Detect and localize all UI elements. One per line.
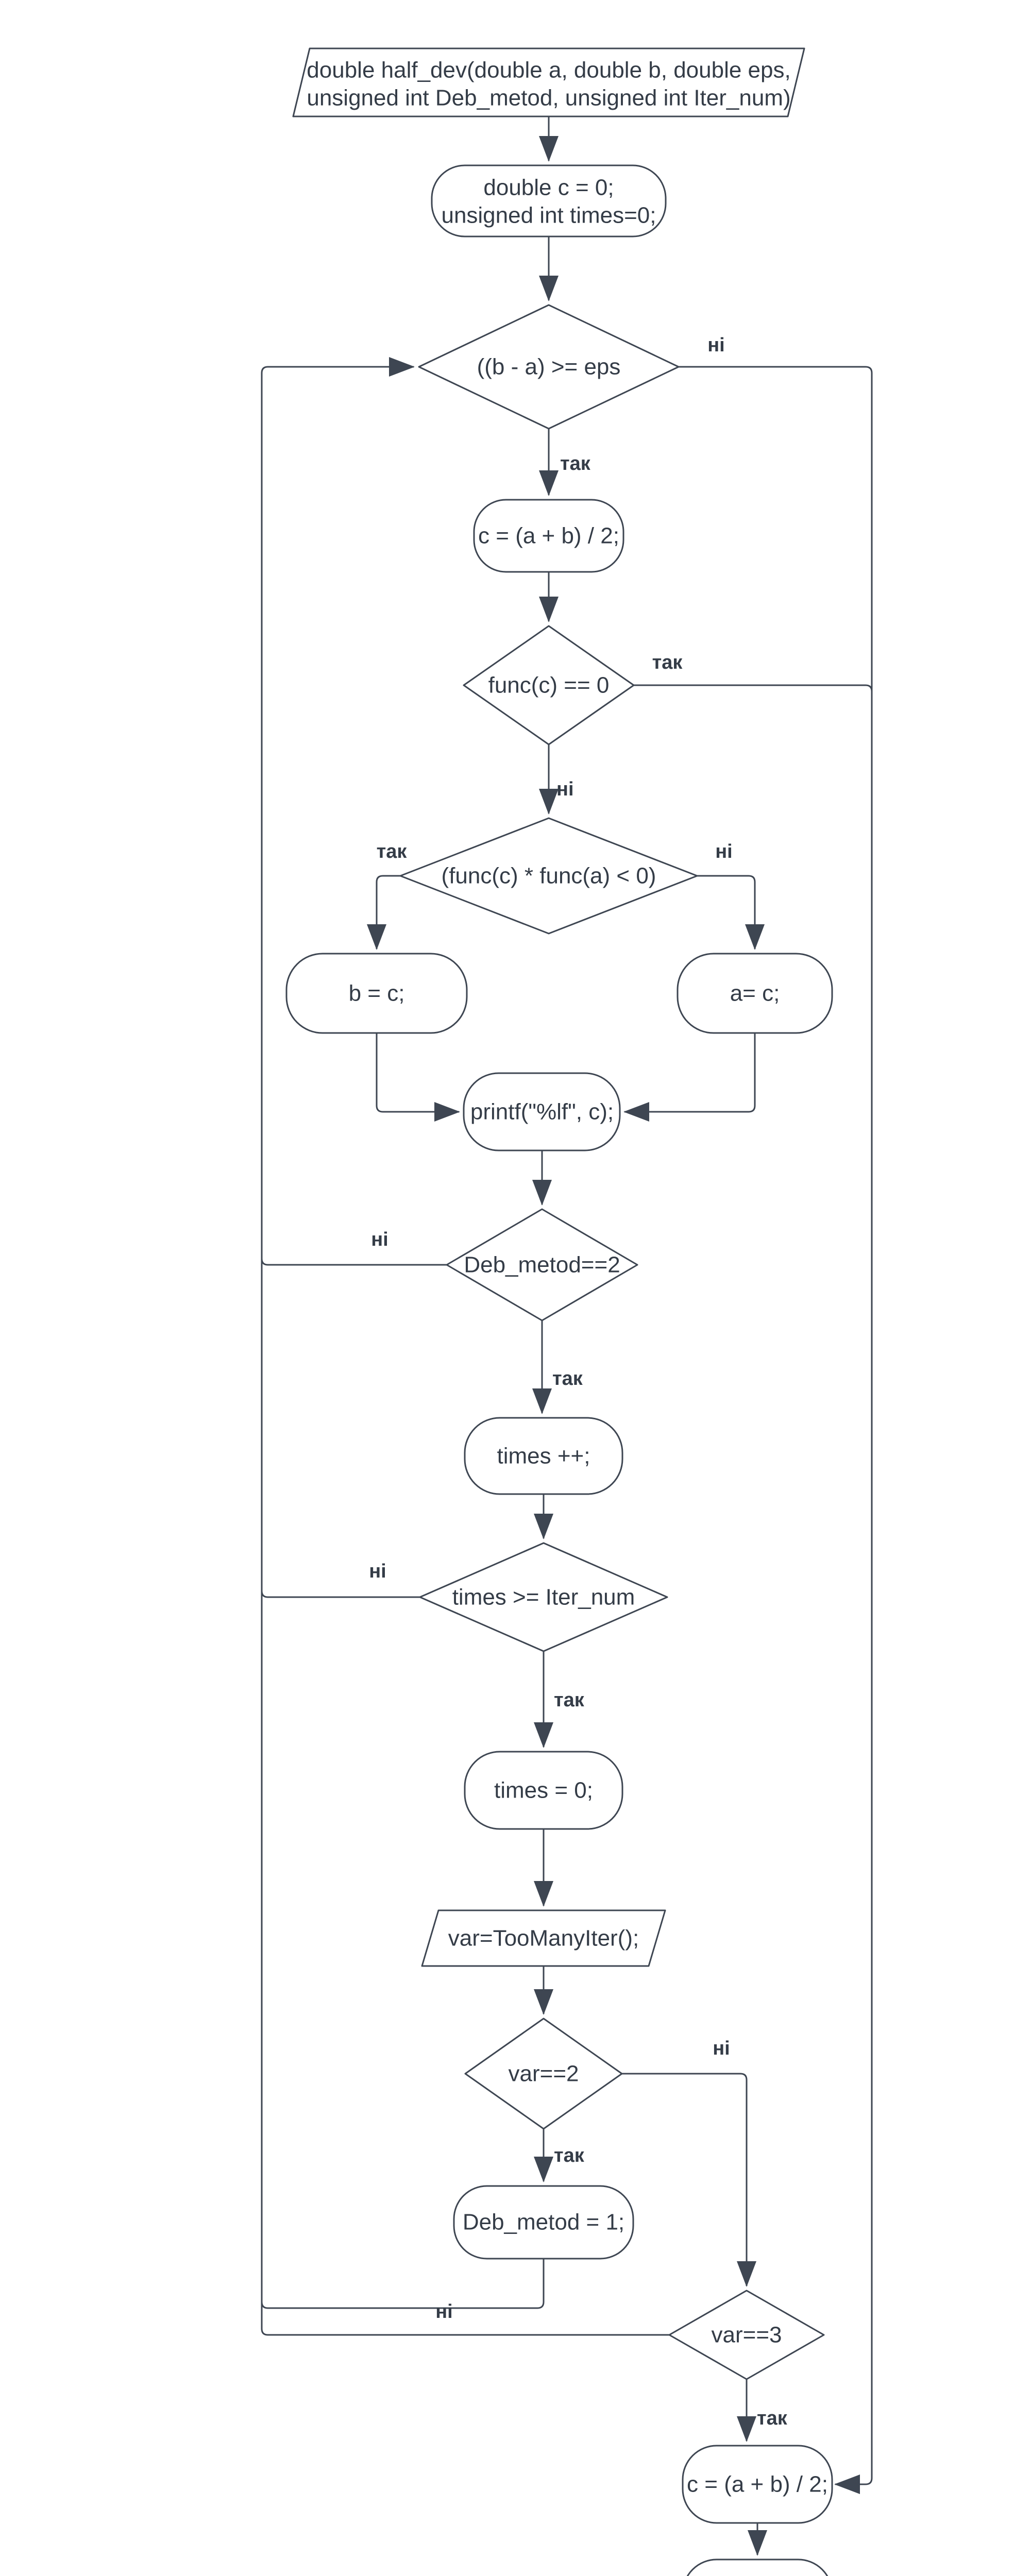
node-cond-sign: (func(c) * func(a) < 0) xyxy=(399,817,698,935)
node-cond-eps-label: ((b - a) >= eps xyxy=(477,354,621,380)
label-cond-deb2-yes: так xyxy=(552,1368,583,1389)
node-cond-func-zero-shape xyxy=(463,625,635,745)
label-cond-var2-no: ні xyxy=(713,2038,730,2059)
edge-cond-var2-no xyxy=(622,2073,756,2287)
node-cond-var2: var==2 xyxy=(464,2018,623,2130)
node-cond-func-zero: func(c) == 0 xyxy=(463,625,635,745)
label-cond-sign-yes: так xyxy=(377,841,408,862)
node-start-shape xyxy=(292,47,805,117)
node-start-label-line2: unsigned int Deb_metod, unsigned int Ite… xyxy=(307,86,790,111)
edge-set-a-to-print xyxy=(623,1033,756,1122)
edge-cond-sign-no xyxy=(697,875,765,950)
node-init: double c = 0; unsigned int times=0; xyxy=(431,164,667,238)
node-cond-var2-label: var==2 xyxy=(509,2061,579,2087)
node-set-b-label: b = c; xyxy=(349,981,405,1006)
node-init-shape xyxy=(431,164,667,238)
label-cond-var3-yes: так xyxy=(757,2408,788,2429)
label-cond-func-zero-yes: так xyxy=(652,652,683,673)
node-start: double half_dev(double a, double b, doub… xyxy=(292,47,805,117)
node-inc-times-label: times ++; xyxy=(497,1444,590,1469)
node-inc-times-shape xyxy=(464,1417,623,1495)
label-cond-eps-yes: так xyxy=(560,453,591,474)
node-calc-c2: c = (a + b) / 2; xyxy=(682,2445,833,2524)
node-cond-var3-shape xyxy=(668,2290,825,2380)
node-cond-eps-shape xyxy=(418,304,680,430)
node-cond-deb2-label: Deb_metod==2 xyxy=(464,1252,620,1278)
edge-cond-iter-no xyxy=(261,1590,420,1598)
label-cond-deb2-no: ні xyxy=(371,1229,388,1250)
node-print-c: printf("%lf", c); xyxy=(463,1072,621,1151)
node-return-c-shape xyxy=(686,2558,829,2576)
node-reset-times-label: times = 0; xyxy=(494,1778,593,1803)
edge-cond-var3-no xyxy=(261,2328,669,2336)
node-set-a-label: a= c; xyxy=(730,981,780,1006)
node-reset-times: times = 0; xyxy=(464,1751,623,1830)
node-init-label-line2: unsigned int times=0; xyxy=(441,203,656,228)
node-set-a-shape xyxy=(677,953,833,1034)
node-cond-var3-label: var==3 xyxy=(712,2323,782,2348)
node-cond-deb2-shape xyxy=(446,1208,638,1321)
node-cond-iter-label: times >= Iter_num xyxy=(452,1585,635,1610)
node-calc-c1: c = (a + b) / 2; xyxy=(473,499,624,573)
node-inc-times: times ++; xyxy=(464,1417,623,1495)
node-cond-sign-label: (func(c) * func(a) < 0) xyxy=(442,863,656,889)
node-reset-times-shape xyxy=(464,1751,623,1830)
edge-cond-func-zero-yes xyxy=(634,684,873,692)
node-set-b-shape xyxy=(285,953,468,1034)
node-cond-iter-shape xyxy=(419,1542,668,1652)
node-return-c: return c; xyxy=(686,2558,829,2576)
edge-loop-bus-to-cond-eps xyxy=(261,357,415,2329)
label-cond-iter-yes: так xyxy=(554,1689,585,1711)
node-print-c-label: printf("%lf", c); xyxy=(470,1099,614,1125)
node-cond-sign-shape xyxy=(399,817,698,935)
edge-set-b-to-print xyxy=(376,1033,460,1122)
label-cond-var3-no: ні xyxy=(435,2301,453,2323)
node-set-a: a= c; xyxy=(677,953,833,1034)
node-cond-var3: var==3 xyxy=(668,2290,825,2380)
node-set-deb1-shape xyxy=(453,2185,634,2260)
node-start-label-line1: double half_dev(double a, double b, doub… xyxy=(307,58,790,83)
node-calc-c1-label: c = (a + b) / 2; xyxy=(478,523,619,549)
node-cond-iter: times >= Iter_num xyxy=(419,1542,668,1652)
label-cond-func-zero-no: ні xyxy=(556,778,574,800)
node-cond-eps: ((b - a) >= eps xyxy=(418,304,680,430)
edge-set-deb1-loop xyxy=(261,2259,545,2309)
edge-cond-eps-no xyxy=(679,366,873,2494)
label-cond-iter-no: ні xyxy=(369,1561,386,1582)
node-print-c-shape xyxy=(463,1072,621,1151)
label-cond-eps-no: ні xyxy=(707,334,725,356)
node-too-many-iter: var=TooManyIter(); xyxy=(421,1909,666,1967)
node-too-many-iter-shape xyxy=(421,1909,666,1967)
label-cond-sign-no: ні xyxy=(715,841,733,862)
node-set-b: b = c; xyxy=(285,953,468,1034)
node-calc-c2-shape xyxy=(682,2445,833,2524)
edge-cond-sign-yes xyxy=(367,875,400,950)
node-calc-c1-shape xyxy=(473,499,624,573)
node-set-deb1-label: Deb_metod = 1; xyxy=(463,2210,624,2235)
node-cond-func-zero-label: func(c) == 0 xyxy=(488,673,610,698)
node-set-deb1: Deb_metod = 1; xyxy=(453,2185,634,2260)
label-cond-var2-yes: так xyxy=(554,2145,585,2166)
node-init-label-line1: double c = 0; xyxy=(483,175,614,200)
node-too-many-iter-label: var=TooManyIter(); xyxy=(448,1926,639,1951)
node-cond-var2-shape xyxy=(464,2018,623,2130)
edge-cond-deb2-no xyxy=(261,1258,447,1266)
node-cond-deb2: Deb_metod==2 xyxy=(446,1208,638,1321)
node-calc-c2-label: c = (a + b) / 2; xyxy=(687,2472,828,2497)
